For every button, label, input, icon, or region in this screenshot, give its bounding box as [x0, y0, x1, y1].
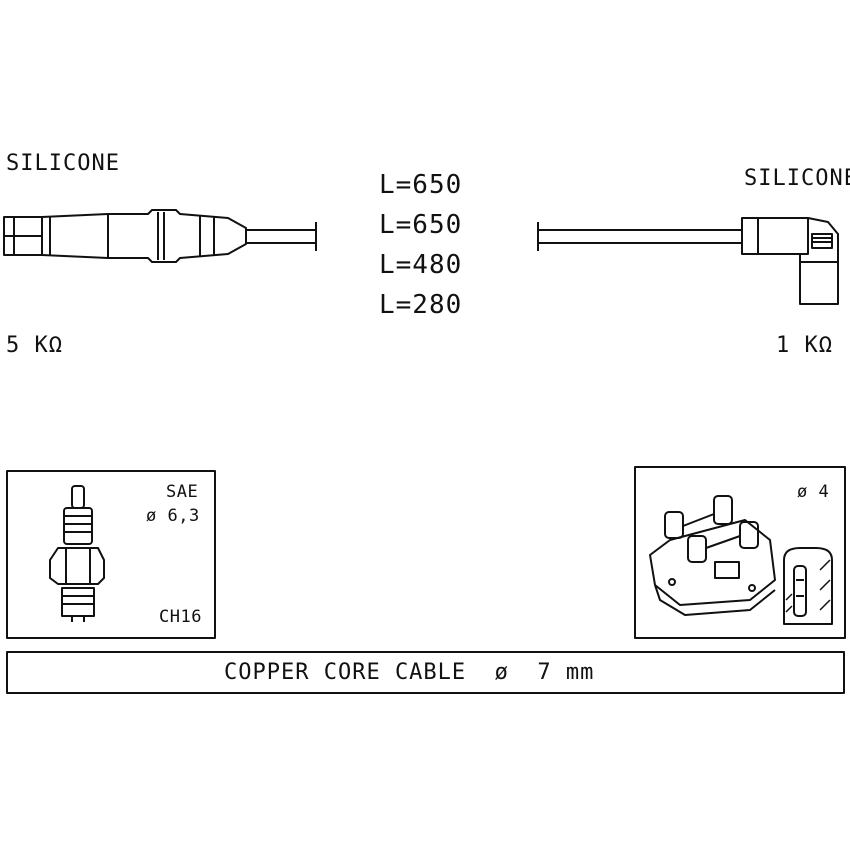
left-resistance-label: 5 KΩ: [6, 333, 63, 358]
spark-plug-standard: SAE: [166, 482, 199, 502]
left-connector-boot: [3, 209, 317, 263]
spark-plug-box: [6, 470, 216, 639]
left-material-label: SILICONE: [6, 151, 120, 176]
length-label-1: L=650: [379, 170, 463, 200]
length-label-4: L=280: [379, 290, 463, 320]
spark-plug-icon: [49, 485, 105, 622]
ignition-coil-icon: [649, 495, 833, 625]
spark-plug-code: CH16: [159, 607, 202, 627]
right-resistance-label: 1 KΩ: [776, 333, 833, 358]
right-material-label: SILICONE: [744, 166, 850, 191]
spark-plug-diameter: ø 6,3: [146, 506, 200, 526]
ignition-coil-box: [634, 466, 846, 639]
cable-banner-box: [6, 651, 845, 694]
right-connector-boot: [537, 217, 839, 305]
coil-diameter: ø 4: [797, 482, 830, 502]
length-label-3: L=480: [379, 250, 463, 280]
cable-banner-text: COPPER CORE CABLE ø 7 mm: [224, 660, 595, 685]
length-label-2: L=650: [379, 210, 463, 240]
